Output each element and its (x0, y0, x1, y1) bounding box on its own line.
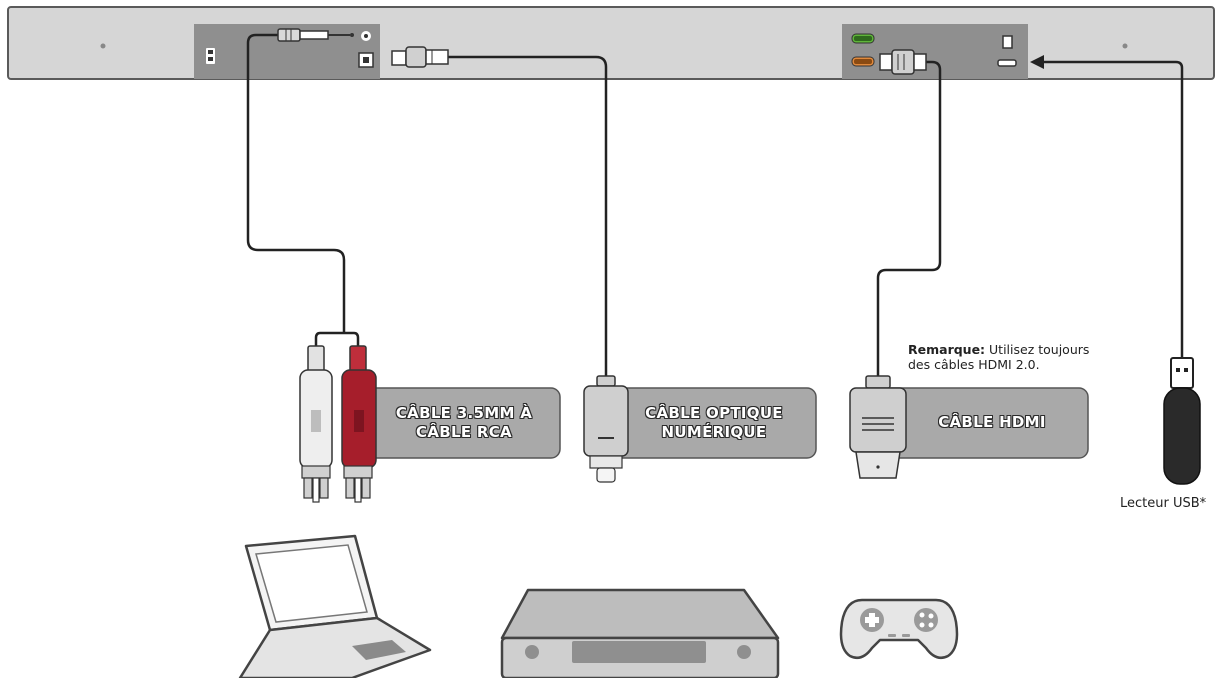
aux-jack-icon (361, 31, 371, 41)
hdmi-cable (876, 60, 942, 378)
hdmi-top-plug-icon (879, 49, 927, 75)
optical-port-icon (358, 52, 374, 68)
note-bold: Remarque: (908, 342, 986, 357)
rca-split-red (344, 331, 360, 348)
hdmi-cable-label: CÂBLE HDMI (912, 413, 1072, 432)
usb-cable (1040, 60, 1184, 358)
laptop-icon (238, 534, 432, 680)
aux-plug-icon (277, 28, 354, 42)
optical-plug (583, 375, 629, 483)
usb-caption: Lecteur USB* (1120, 496, 1207, 511)
rca-cable-label: CÂBLE 3.5MM À CÂBLE RCA (376, 404, 552, 442)
note-text-line-1: Utilisez toujours (985, 342, 1090, 357)
usb-arrow-icon (1030, 55, 1044, 69)
rca-split-white (314, 331, 344, 348)
optical-label-line-1: CÂBLE OPTIQUE (645, 404, 783, 422)
rca-label-line-1: CÂBLE 3.5MM À (395, 404, 533, 422)
note-text-line-2: des câbles HDMI 2.0. (908, 357, 1040, 372)
soundbar (7, 6, 1215, 80)
optical-top-plug-icon (391, 46, 449, 68)
hdmi-plug (849, 375, 907, 479)
hdmi-label-text: CÂBLE HDMI (938, 413, 1046, 431)
optical-cable (448, 55, 608, 378)
cables (246, 33, 1184, 378)
rca-plug-red (341, 345, 377, 503)
gamepad-icon (839, 598, 959, 659)
aux-cable (246, 33, 346, 333)
usb-drive (1163, 357, 1201, 485)
dvd-player-icon (500, 588, 780, 680)
usb-port-icon (997, 59, 1017, 67)
right-port-panel (842, 24, 1028, 79)
rca-plug-white (299, 345, 333, 503)
hdmi-note: Remarque: Utilisez toujours des câbles H… (908, 342, 1148, 372)
optical-label-line-2: NUMÉRIQUE (661, 423, 767, 441)
rca-label-line-2: CÂBLE RCA (416, 423, 512, 441)
power-port-icon (206, 48, 215, 64)
usb-c-icon (1002, 35, 1013, 49)
optical-cable-label: CÂBLE OPTIQUE NUMÉRIQUE (626, 404, 802, 442)
